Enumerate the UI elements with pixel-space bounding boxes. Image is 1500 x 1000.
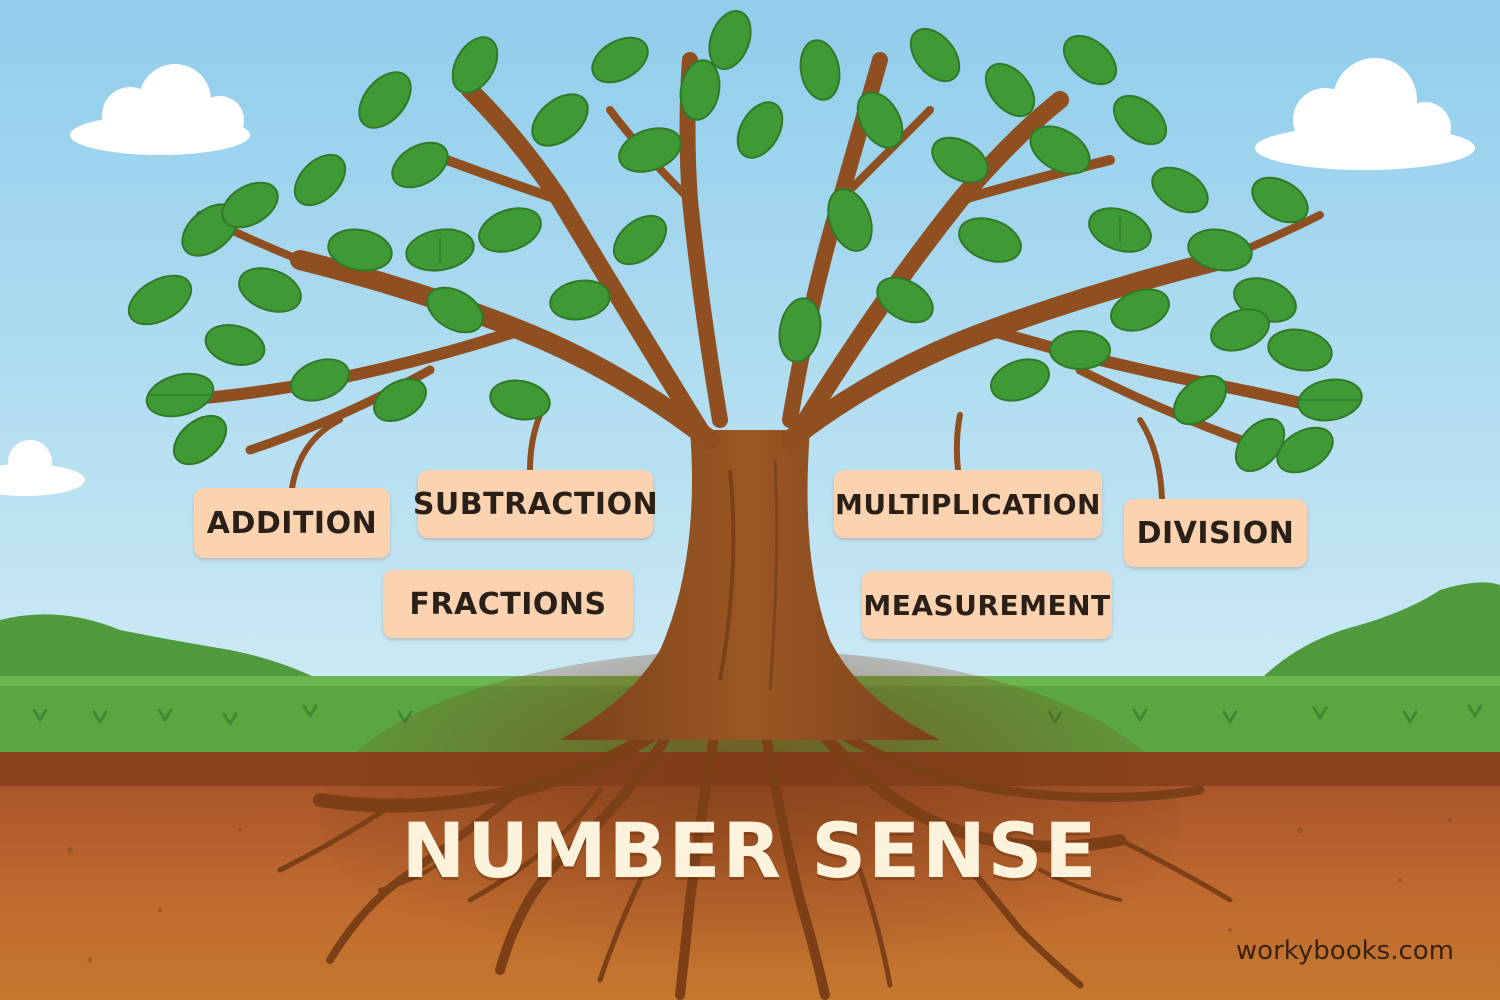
branch-label-division: DIVISION bbox=[1124, 499, 1307, 567]
site-watermark: workybooks.com bbox=[1235, 936, 1454, 966]
branch-label-subtraction: SUBTRACTION bbox=[413, 470, 658, 538]
branch-label-multiplication: MULTIPLICATION bbox=[834, 470, 1102, 538]
branch-label-measurement: MEASUREMENT bbox=[862, 571, 1112, 639]
hill-left bbox=[0, 614, 320, 680]
tree-trunk bbox=[560, 430, 940, 740]
tree-leaves bbox=[127, 10, 1363, 474]
branch-label-fractions: FRACTIONS bbox=[383, 570, 633, 638]
label-hangers bbox=[289, 412, 1165, 502]
branch-label-addition: ADDITION bbox=[194, 488, 390, 558]
cloud-right bbox=[1255, 58, 1475, 170]
roots-title: NUMBER SENSE bbox=[401, 805, 1099, 895]
cloud-small-left bbox=[0, 440, 85, 496]
hill-right bbox=[1260, 582, 1500, 680]
cloud-left bbox=[70, 64, 250, 155]
